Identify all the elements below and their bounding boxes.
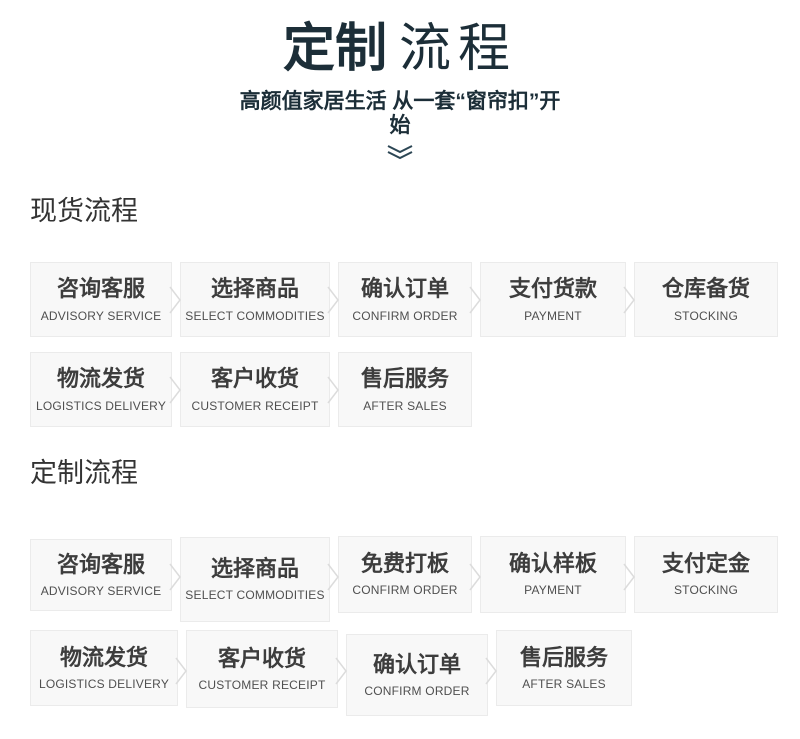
- arrow-right-icon: [327, 352, 339, 427]
- process-step-card: 咨询客服 ADVISORY SERVICE: [30, 538, 172, 611]
- step-caption: AFTER SALES: [363, 398, 447, 413]
- step-title: 支付货款: [508, 276, 597, 302]
- step-caption: LOGISTICS DELIVERY: [38, 676, 170, 691]
- arrow-right-icon: [169, 352, 181, 427]
- step-title: 选择商品: [210, 556, 299, 582]
- arrow-right-icon: [623, 262, 635, 337]
- spot-process-row-2: 物流发货 LOGISTICS DELIVERY 客户收货 CUSTOMER RE…: [0, 352, 800, 428]
- step-caption: CONFIRM ORDER: [364, 683, 470, 698]
- step-title: 确认订单: [360, 276, 449, 302]
- process-step-card: 选择商品 SELECT COMMODITIES: [180, 262, 330, 338]
- step-title: 仓库备货: [661, 276, 750, 302]
- step-caption: CUSTOMER RECEIPT: [198, 677, 326, 692]
- arrow-right-icon: [469, 536, 481, 622]
- page-title-bold: 定制: [282, 20, 387, 78]
- double-chevron-down-icon: [0, 144, 800, 167]
- process-step-card: 咨询客服 ADVISORY SERVICE: [30, 262, 172, 338]
- spot-process-row-1: 咨询客服 ADVISORY SERVICE 选择商品 SELECT COMMOD…: [0, 262, 800, 338]
- custom-process-row-2: 物流发货 LOGISTICS DELIVERY 客户收货 CUSTOMER RE…: [0, 629, 800, 716]
- process-step-card: 选择商品 SELECT COMMODITIES: [180, 536, 330, 622]
- process-step-card: 支付货款 PAYMENT: [480, 262, 626, 338]
- step-caption: AFTER SALES: [522, 676, 606, 691]
- step-caption: CUSTOMER RECEIPT: [191, 398, 319, 413]
- step-title: 选择商品: [210, 276, 299, 302]
- process-step-card: 售后服务 AFTER SALES: [338, 352, 472, 428]
- arrow-right-icon: [623, 536, 635, 622]
- step-caption: CONFIRM ORDER: [352, 583, 458, 598]
- step-caption: ADVISORY SERVICE: [40, 308, 162, 323]
- step-title: 咨询客服: [56, 551, 145, 577]
- arrow-right-icon: [485, 630, 497, 716]
- arrow-right-icon: [175, 630, 187, 716]
- step-title: 确认订单: [372, 651, 461, 677]
- page-subtitle-line1: 高颜值家居生活 从一套“窗帘扣”开: [239, 90, 561, 114]
- step-title: 物流发货: [59, 644, 148, 670]
- step-caption: STOCKING: [673, 583, 739, 598]
- arrow-right-icon: [469, 262, 481, 337]
- arrow-right-icon: [169, 262, 181, 337]
- page-title-light: 流程: [399, 20, 518, 78]
- page-subtitle-line2: 始: [389, 113, 411, 137]
- page-title: 定制流程: [0, 20, 800, 78]
- step-title: 售后服务: [360, 366, 449, 392]
- arrow-right-icon: [327, 262, 339, 337]
- page-subtitle: 高颜值家居生活 从一套“窗帘扣”开 始: [0, 90, 800, 137]
- section-heading-spot-process: 现货流程: [30, 196, 138, 227]
- process-step-card: 支付定金 STOCKING: [634, 535, 778, 613]
- process-step-card: 售后服务 AFTER SALES: [496, 629, 632, 706]
- step-caption: SELECT COMMODITIES: [185, 308, 325, 323]
- hero-section: 定制流程 高颜值家居生活 从一套“窗帘扣”开 始: [0, 0, 800, 167]
- step-caption: CONFIRM ORDER: [352, 308, 458, 323]
- step-title: 客户收货: [210, 366, 299, 392]
- arrow-right-icon: [327, 536, 339, 622]
- step-caption: SELECT COMMODITIES: [185, 588, 325, 603]
- step-caption: PAYMENT: [524, 308, 582, 323]
- process-step-card: 确认订单 CONFIRM ORDER: [346, 633, 488, 716]
- arrow-right-icon: [335, 630, 347, 716]
- process-step-card: 物流发货 LOGISTICS DELIVERY: [30, 352, 172, 428]
- step-title: 客户收货: [217, 645, 306, 671]
- step-title: 免费打板: [360, 551, 449, 577]
- step-title: 支付定金: [661, 551, 750, 577]
- process-step-card: 客户收货 CUSTOMER RECEIPT: [186, 629, 338, 708]
- step-title: 物流发货: [56, 366, 145, 392]
- step-caption: STOCKING: [673, 308, 739, 323]
- step-caption: PAYMENT: [524, 583, 582, 598]
- step-caption: LOGISTICS DELIVERY: [35, 398, 167, 413]
- process-step-card: 物流发货 LOGISTICS DELIVERY: [30, 629, 178, 706]
- arrow-right-icon: [169, 536, 181, 622]
- step-caption: ADVISORY SERVICE: [40, 583, 162, 598]
- process-step-card: 免费打板 CONFIRM ORDER: [338, 535, 472, 613]
- process-step-card: 确认订单 CONFIRM ORDER: [338, 262, 472, 338]
- custom-process-row-1: 咨询客服 ADVISORY SERVICE 选择商品 SELECT COMMOD…: [0, 535, 800, 622]
- section-heading-custom-process: 定制流程: [30, 458, 138, 489]
- process-step-card: 仓库备货 STOCKING: [634, 262, 778, 338]
- process-step-card: 客户收货 CUSTOMER RECEIPT: [180, 352, 330, 428]
- step-title: 售后服务: [519, 644, 608, 670]
- step-title: 咨询客服: [56, 276, 145, 302]
- process-step-card: 确认样板 PAYMENT: [480, 535, 626, 613]
- step-title: 确认样板: [508, 551, 597, 577]
